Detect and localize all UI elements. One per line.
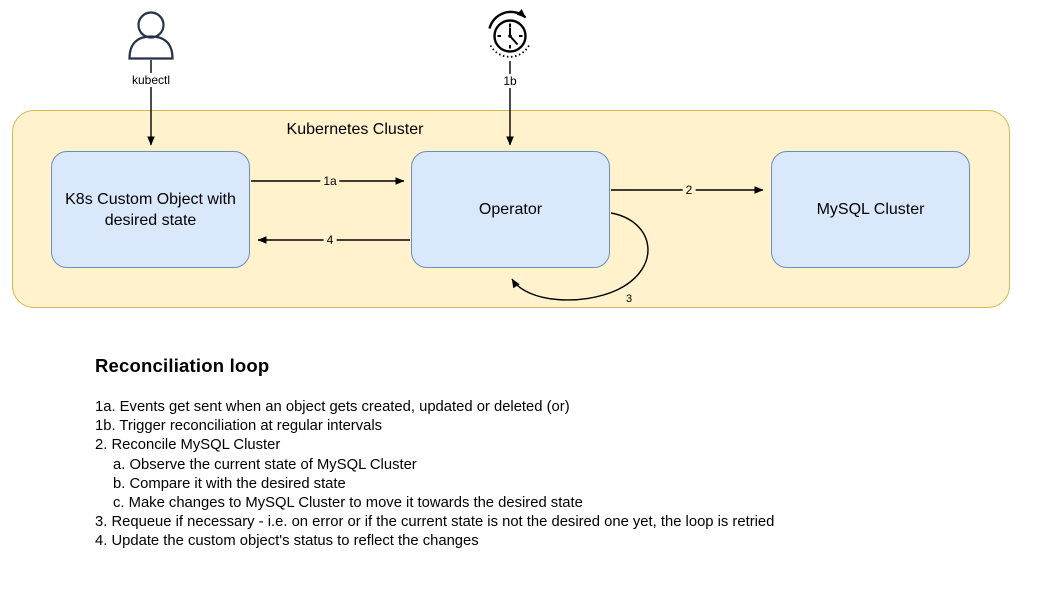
note-line: 1b. Trigger reconciliation at regular in… bbox=[95, 418, 383, 435]
edge-label-3: 3 bbox=[626, 293, 633, 305]
notes-heading: Reconciliation loop bbox=[95, 355, 270, 376]
node-mysql-cluster: MySQL Cluster bbox=[771, 151, 970, 268]
edge-label-2: 2 bbox=[682, 183, 696, 197]
recurring-clock-icon bbox=[488, 9, 531, 58]
node-mysql-cluster-label: MySQL Cluster bbox=[816, 201, 925, 218]
notes-section: Reconciliation loop 1a. Events get sent … bbox=[95, 355, 774, 552]
edge-label-1b: 1b bbox=[500, 74, 520, 88]
kubernetes-cluster-label: Kubernetes Cluster bbox=[286, 121, 424, 138]
note-line: 2. Reconcile MySQL Cluster bbox=[95, 437, 281, 454]
node-k8s-custom-object-label: K8s Custom Object with desired state bbox=[65, 190, 236, 229]
note-line: 3. Requeue if necessary - i.e. on error … bbox=[95, 514, 775, 531]
note-line: 1a. Events get sent when an object gets … bbox=[95, 399, 570, 415]
note-line: a. Observe the current state of MySQL Cl… bbox=[113, 456, 417, 473]
node-operator: Operator bbox=[411, 151, 610, 268]
note-line: b. Compare it with the desired state bbox=[113, 475, 346, 492]
edge-label-4: 4 bbox=[323, 233, 337, 247]
note-line: 4. Update the custom object's status to … bbox=[95, 533, 479, 550]
node-k8s-custom-object: K8s Custom Object with desired state bbox=[51, 151, 250, 268]
kubectl-label: kubectl bbox=[128, 73, 174, 87]
edge-label-1a: 1a bbox=[320, 174, 340, 188]
person-icon bbox=[128, 11, 174, 60]
node-operator-label: Operator bbox=[478, 201, 543, 218]
note-line: c. Make changes to MySQL Cluster to move… bbox=[113, 495, 583, 512]
